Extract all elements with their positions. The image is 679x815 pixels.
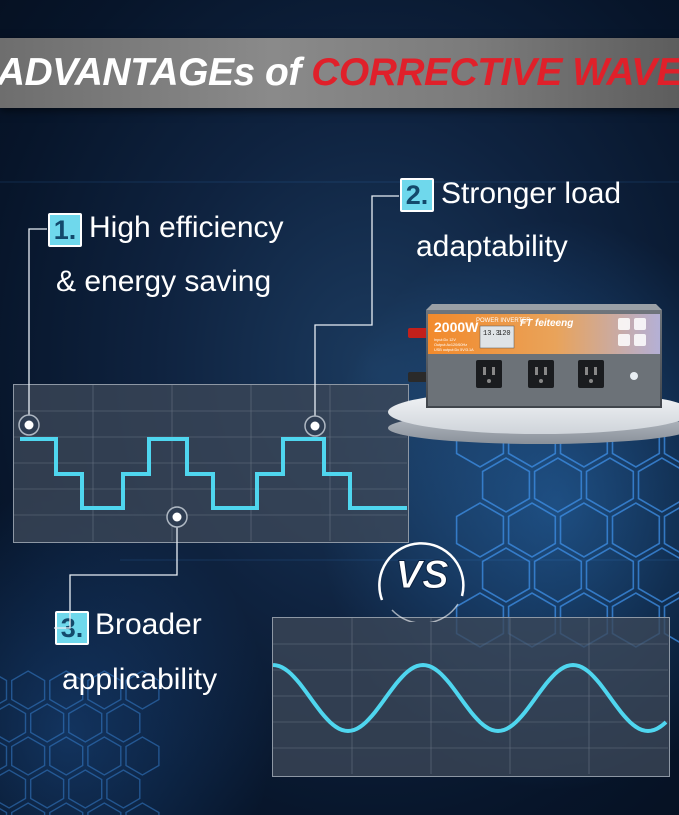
hexagon-cell (585, 547, 635, 603)
title-part-white: ADVANTAGEs of (0, 51, 301, 94)
hexagon-cell (125, 802, 160, 815)
hexagon-cell (559, 502, 609, 558)
ac-outlet (578, 360, 604, 388)
product-spec-line-2: Output:Ac120/60Hz (434, 343, 467, 347)
corrective-wave-line (20, 437, 407, 510)
product-brand: FT feiteeng (520, 318, 573, 329)
hexagon-cell (0, 675, 8, 705)
hexagon-cell (49, 736, 84, 776)
page-title: ADVANTAGEs of CORRECTIVE WAVE (0, 51, 679, 95)
hexagon-cell (125, 736, 160, 776)
hexagon-cell (0, 703, 27, 743)
hexagon-cell (0, 769, 27, 809)
title-banner: ADVANTAGEs of CORRECTIVE WAVE (0, 38, 679, 108)
hexagon-cell (87, 736, 122, 776)
product-model-label: POWER INVERTER (476, 318, 531, 324)
product-lcd-screen (479, 325, 515, 349)
hexagon-cell (637, 547, 679, 603)
product-lcd-value-2: 120 (498, 330, 511, 338)
sine-wave-line (273, 662, 668, 734)
product-power-label: 2000W (434, 319, 479, 335)
hexagon-cell (10, 736, 46, 776)
product-spec-line-1: Input:Dc 12V (434, 338, 456, 342)
advantage-1-line1: High efficiency (89, 211, 284, 244)
hexagon-cell (533, 547, 583, 603)
advantage-2-line2: adaptability (416, 230, 568, 263)
hexagon-cell (481, 457, 531, 513)
advantage-3-line1: Broader (95, 608, 202, 641)
hexagon-cell (637, 457, 679, 513)
hexagon-cell (49, 670, 84, 710)
sine-wave-panel (272, 617, 670, 777)
hexagon-cell (10, 670, 46, 710)
title-part-red: CORRECTIVE WAVE (311, 51, 679, 94)
advantage-2-line1: Stronger load (441, 177, 622, 210)
hexagon-cell (30, 703, 65, 743)
hexagon-cell (663, 417, 679, 463)
hexagon-cell (125, 670, 160, 710)
hexagon-cell (106, 769, 141, 809)
hexagon-cell (30, 769, 65, 809)
hexagon-cell (0, 741, 8, 771)
hexagon-cell (49, 802, 84, 815)
corrective-wave-chart (14, 385, 407, 541)
product-lcd-value-1: 13.3 (483, 330, 500, 338)
indicator-light (630, 372, 638, 380)
corrective-wave-panel (13, 384, 409, 543)
advantage-1-number: 1. (48, 213, 82, 247)
hexagon-cell (106, 703, 141, 743)
advantage-2-number: 2. (400, 178, 434, 212)
advantage-3-number: 3. (55, 611, 89, 645)
vs-label: VS (395, 553, 449, 597)
sine-wave-chart (273, 618, 668, 774)
inverter-product-image: 2000W POWER INVERTER 13.3 120 FT feiteen… (388, 304, 679, 444)
hexagon-cell (663, 507, 679, 553)
hexagon-cell (87, 802, 122, 815)
product-spec-line-3: USB output:Dc 5V/3.1A (434, 348, 474, 352)
advantage-3-line2: applicability (62, 663, 218, 696)
hexagon-cell (68, 769, 103, 809)
advantage-1-line2: & energy saving (56, 265, 272, 298)
hexagon-cell (507, 502, 557, 558)
hexagon-cell (10, 802, 46, 815)
hexagon-cell (585, 457, 635, 513)
hexagon-cell (481, 547, 531, 603)
ac-outlet (476, 360, 502, 388)
hexagon-cell (533, 457, 583, 513)
hexagon-cell (611, 502, 661, 558)
hexagon-cell (68, 703, 103, 743)
ac-outlet (528, 360, 554, 388)
vs-emblem: VS (378, 542, 465, 622)
hexagon-cell (87, 670, 122, 710)
hexagon-cell (455, 502, 505, 558)
